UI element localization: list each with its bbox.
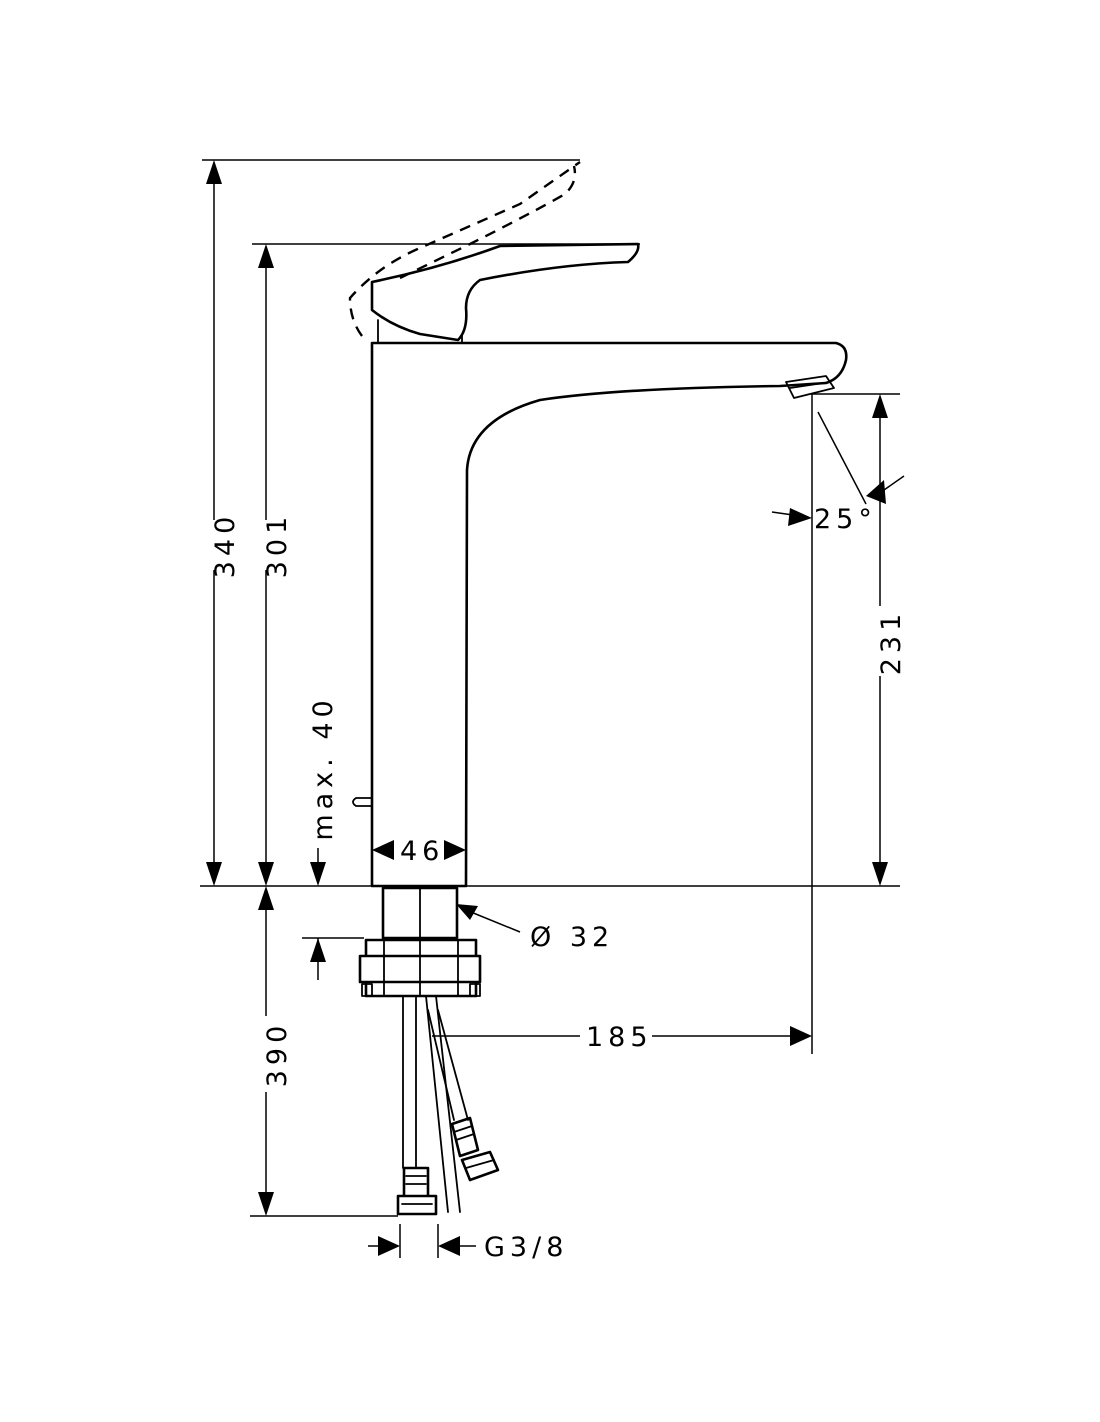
dim-max-40 xyxy=(302,848,364,980)
hose-fitting-left xyxy=(396,1166,438,1216)
lever xyxy=(370,242,640,342)
lever-raised-dashed xyxy=(348,161,581,337)
dim-label-340: 340 xyxy=(210,512,241,579)
hose-right-branch xyxy=(427,1009,469,1121)
dim-label-diameter-32: Ø 32 xyxy=(530,922,614,953)
dim-diameter-32 xyxy=(456,904,521,933)
dim-46 xyxy=(372,840,466,860)
dim-label-max-40: max. 40 xyxy=(308,695,339,840)
extension-lines xyxy=(200,159,900,1258)
faucet-body xyxy=(370,341,848,888)
dim-185 xyxy=(432,1026,812,1046)
dim-231 xyxy=(872,394,888,886)
dim-301 xyxy=(258,244,274,886)
dim-label-25-deg: 25° xyxy=(814,504,877,535)
dim-g38 xyxy=(368,1236,476,1256)
dim-label-390: 390 xyxy=(262,1021,293,1088)
faucet-outline xyxy=(348,161,848,1216)
dim-340 xyxy=(206,160,222,886)
dim-label-185: 185 xyxy=(586,1022,653,1053)
dim-label-g38: G3/8 xyxy=(484,1232,568,1263)
dim-label-231: 231 xyxy=(876,609,907,676)
aerator xyxy=(785,375,835,399)
dim-label-301: 301 xyxy=(262,512,293,579)
lever-raised-dashed-inner xyxy=(399,165,577,280)
dim-label-46: 46 xyxy=(400,836,444,867)
popup-rod xyxy=(352,797,373,807)
lever-base xyxy=(377,319,463,344)
hose-fitting-right xyxy=(450,1116,500,1182)
hose-left xyxy=(402,995,417,1169)
hose-right xyxy=(425,995,461,1213)
dim-390 xyxy=(258,886,274,1216)
dim-25-deg xyxy=(771,411,905,526)
